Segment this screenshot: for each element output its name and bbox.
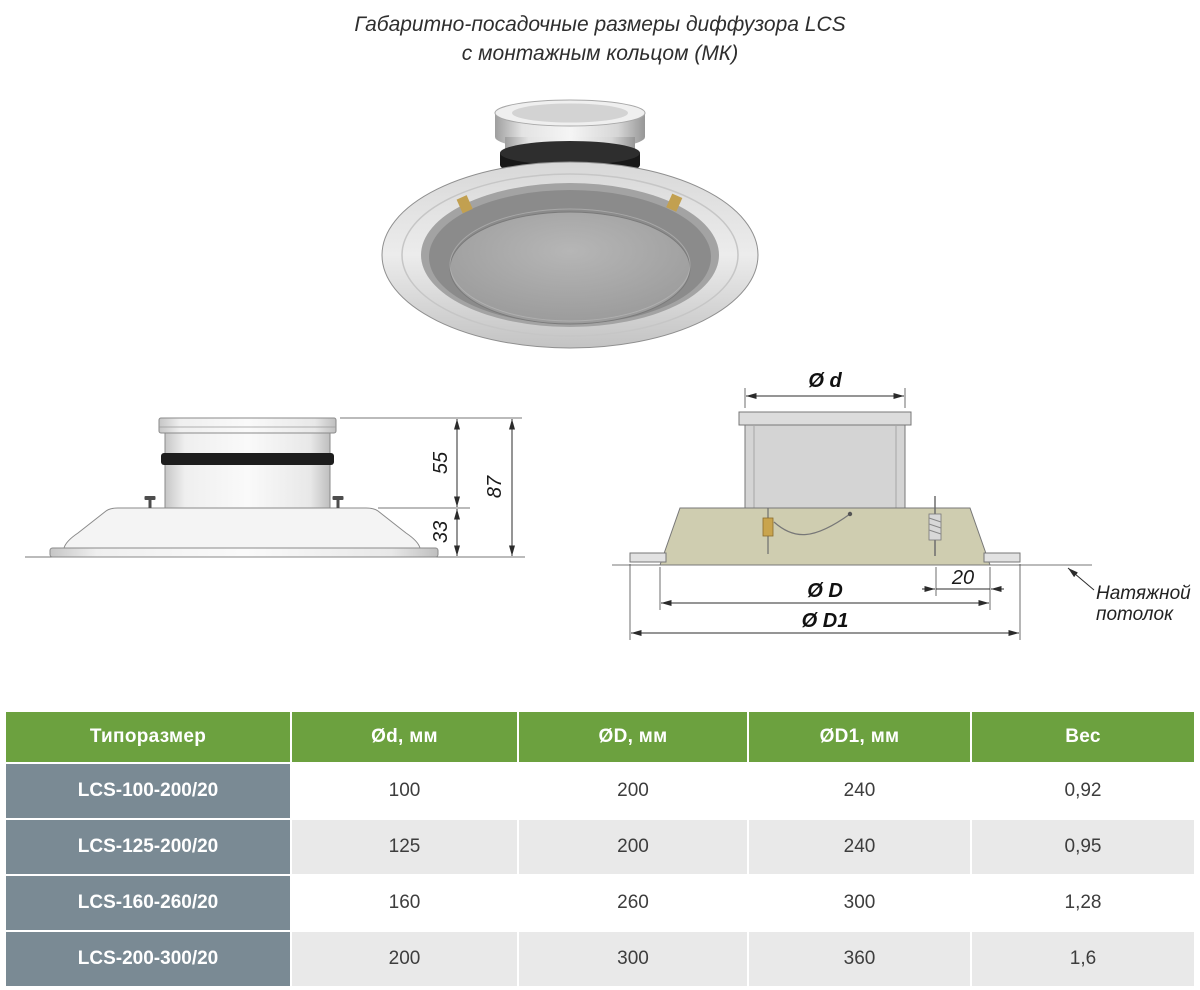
D1-cell: 240 [749,820,970,874]
table-row: LCS-200-300/20 200 300 360 1,6 [6,932,1194,986]
ceiling-callout: Натяжной потолок [1067,567,1191,625]
D-cell: 300 [519,932,747,986]
suspension-spring-right [928,496,942,556]
spring-clip-right [666,193,683,212]
diffuser-3d-render [381,99,759,349]
d-cell: 100 [292,764,517,818]
d-cell: 125 [292,820,517,874]
dim-33-label: 33 [430,521,452,543]
diffuser-flange-3d [381,161,759,349]
neck-collar-profile [158,417,337,434]
D1-cell: 240 [749,764,970,818]
table-row: LCS-160-260/20 160 260 300 1,28 [6,876,1194,930]
ceiling-label-line1: Натяжной [1096,583,1191,604]
flange-wing-right [983,552,1021,563]
D-cell: 260 [519,876,747,930]
header-D1: ØD1, мм [749,712,970,762]
duct-neck-profile [164,431,331,509]
dim-20-label: 20 [951,567,974,589]
table-row: LCS-100-200/20 100 200 240 0,92 [6,764,1194,818]
D1-cell: 300 [749,876,970,930]
page-title: Габаритно-посадочные размеры диффузора L… [0,10,1200,69]
spring-clip-left [456,195,473,214]
ceiling-label-line2: потолок [1096,604,1174,625]
seal-ring-profile [161,453,334,465]
suspension-stud-left [762,508,774,554]
D-cell: 200 [519,820,747,874]
header-model: Типоразмер [6,712,290,762]
table-header-row: Типоразмер Ød, мм ØD, мм ØD1, мм Вес [6,712,1194,762]
section-dimensions: Ø d 20 Ø D Ø D1 [629,370,1021,640]
weight-cell: 1,28 [972,876,1194,930]
header-weight: Вес [972,712,1194,762]
safety-cable [773,513,851,536]
d-cell: 200 [292,932,517,986]
spec-table: Типоразмер Ød, мм ØD, мм ØD1, мм Вес LCS… [4,710,1196,988]
duct-neck-section [744,424,906,509]
neck-collar-section [738,411,912,426]
dim-D-label: Ø D [807,580,843,602]
side-view-profile [25,417,525,558]
title-line1: Габаритно-посадочные размеры диффузора L… [354,13,846,36]
weight-cell: 0,92 [972,764,1194,818]
model-cell: LCS-100-200/20 [6,764,290,818]
duct-neck-3d [494,99,646,177]
model-cell: LCS-200-300/20 [6,932,290,986]
title-line2: с монтажным кольцом (МК) [461,42,739,66]
diffuser-plate-3d [449,211,691,325]
D1-cell: 360 [749,932,970,986]
header-D: ØD, мм [519,712,747,762]
mounting-ring-base [49,547,439,558]
header-d: Ød, мм [292,712,517,762]
weight-cell: 1,6 [972,932,1194,986]
dim-87-label: 87 [484,475,506,498]
model-cell: LCS-160-260/20 [6,876,290,930]
section-profile [612,411,1092,566]
section-view-drawing: Ø d 20 Ø D Ø D1 Натяжной потолок [612,370,1191,640]
d-cell: 160 [292,876,517,930]
diffuser-dish-profile [63,507,421,549]
D-cell: 200 [519,764,747,818]
dim-d-label: Ø d [808,370,842,392]
model-cell: LCS-125-200/20 [6,820,290,874]
flange-wing-left [629,552,667,563]
weight-cell: 0,95 [972,820,1194,874]
table-row: LCS-125-200/20 125 200 240 0,95 [6,820,1194,874]
side-view-drawing: 55 33 87 [25,417,525,558]
dim-55-label: 55 [430,451,452,474]
dim-D1-label: Ø D1 [802,610,849,632]
side-view-dimensions: 55 33 87 [340,417,522,556]
